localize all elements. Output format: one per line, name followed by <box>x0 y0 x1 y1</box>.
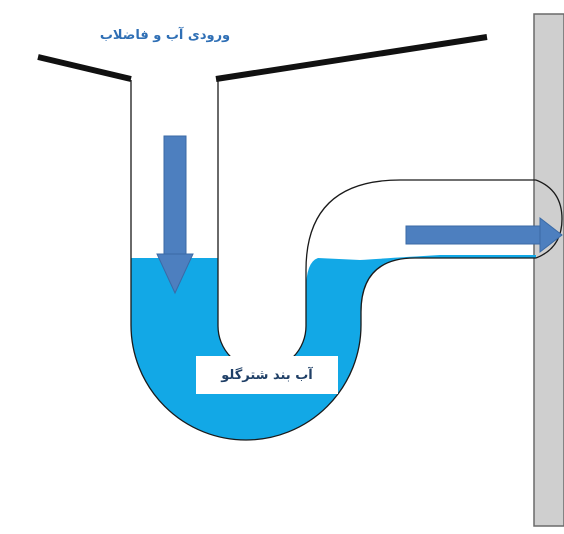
sink-edge-right <box>215 34 488 82</box>
arrow-right-icon <box>405 216 563 254</box>
water-seal-label: آب بند شترگلو <box>196 356 338 394</box>
pipe-outer-wall <box>130 80 536 441</box>
arrow-down-icon <box>156 135 194 295</box>
water-seal <box>131 255 536 440</box>
inlet-label: ورودی آب و فاضلاب <box>99 28 231 43</box>
sink-edge-left <box>37 54 132 82</box>
pipe-inner-wall <box>217 80 536 371</box>
pipe-end <box>535 179 563 259</box>
wall <box>533 13 564 527</box>
